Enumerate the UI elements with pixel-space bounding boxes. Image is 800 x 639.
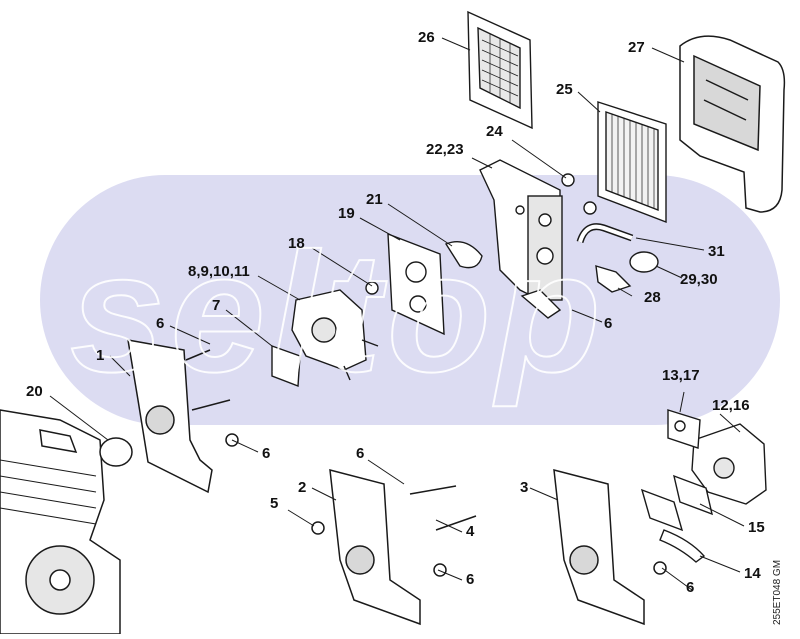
- callout-26: 26: [418, 29, 435, 46]
- filter-element-part: [597, 101, 667, 224]
- callout-25: 25: [556, 81, 573, 98]
- callout-7: 7: [212, 297, 221, 314]
- callout-5: 5: [270, 495, 279, 512]
- callout-15: 15: [748, 519, 765, 536]
- callout-27: 27: [628, 39, 645, 56]
- bracket-part-3: [553, 469, 667, 626]
- callout-3: 3: [520, 479, 529, 496]
- callout-21: 21: [366, 191, 383, 208]
- bracket-part-1: [127, 339, 239, 494]
- callout-24: 24: [486, 123, 503, 140]
- callout-6e: 6: [356, 445, 365, 462]
- callout-19: 19: [338, 205, 355, 222]
- callout-6c: 6: [604, 315, 613, 332]
- callout-28: 28: [644, 289, 661, 306]
- carburetor-box-part: [479, 159, 563, 319]
- drawing-code: 255ET048 GM: [772, 559, 783, 625]
- callout-2: 2: [298, 479, 307, 496]
- gaskets-part: [365, 232, 483, 336]
- callout-13-17: 13,17: [662, 367, 700, 384]
- callout-22-23: 22,23: [426, 141, 464, 158]
- leader-lines: [49, 37, 745, 591]
- callout-6f: 6: [466, 571, 475, 588]
- callout-6d: 6: [686, 579, 695, 596]
- callout-29-30: 29,30: [680, 271, 718, 288]
- callout-8-11: 8,9,10,11: [188, 263, 250, 280]
- callout-18: 18: [288, 235, 305, 252]
- hose-and-valves-part: [561, 173, 659, 293]
- callout-20: 20: [26, 383, 43, 400]
- engine-part: [0, 409, 133, 635]
- callout-31: 31: [708, 243, 725, 260]
- callout-6a: 6: [156, 315, 165, 332]
- air-filter-part: [467, 10, 533, 130]
- watermark: seltop: [69, 217, 607, 409]
- carburetor-small-part: [640, 409, 767, 563]
- carburetor-part: [271, 289, 379, 387]
- callout-12-16: 12,16: [712, 397, 750, 414]
- callout-1: 1: [96, 347, 105, 364]
- callout-14: 14: [744, 565, 761, 582]
- callout-4: 4: [466, 523, 475, 540]
- shroud-part: [679, 35, 786, 213]
- bracket-part-2: [311, 469, 477, 626]
- callout-6b: 6: [262, 445, 271, 462]
